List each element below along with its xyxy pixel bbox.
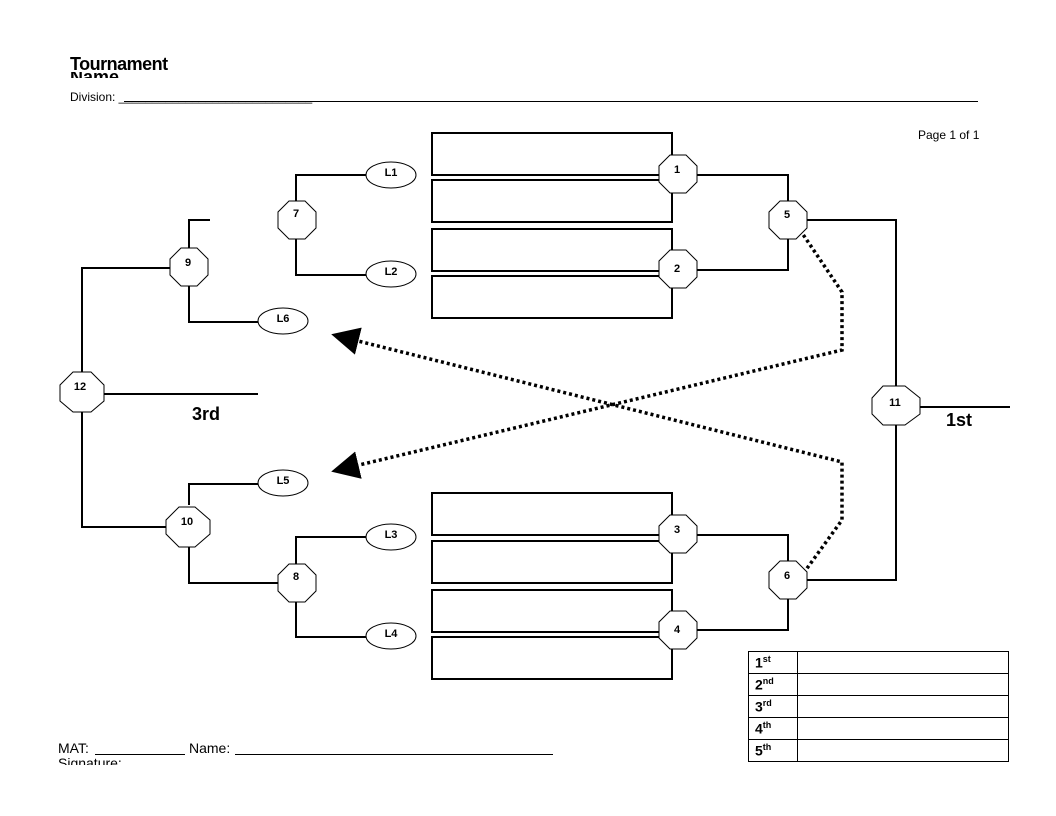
placement-row: 2nd xyxy=(748,673,1009,696)
loser-l6-oval xyxy=(257,307,309,335)
placement-row: 1st xyxy=(748,651,1009,674)
bout-4-node xyxy=(658,610,698,650)
bout-7-label: 7 xyxy=(293,208,299,220)
name-label: Name: xyxy=(189,740,231,756)
place-suffix: st xyxy=(762,654,771,665)
name-field-line[interactable] xyxy=(235,754,553,755)
place-number: 1 xyxy=(755,654,763,671)
bout-5-node xyxy=(768,200,808,240)
placement-entry[interactable] xyxy=(797,717,1009,740)
bout-12-label: 12 xyxy=(74,381,86,393)
bout-9-node xyxy=(169,247,209,287)
bout-1-label: 1 xyxy=(674,164,680,176)
loser-l2-oval xyxy=(365,260,417,288)
placement-entry[interactable] xyxy=(797,673,1009,696)
bout-1-node xyxy=(658,154,698,194)
competitor-slot-3[interactable] xyxy=(431,228,673,272)
placement-table: 1st 2nd 3rd 4th 5th xyxy=(748,651,1009,762)
loser-l1-label: L1 xyxy=(385,167,398,179)
bout-6-label: 6 xyxy=(784,570,790,582)
place-number: 2 xyxy=(755,676,763,693)
bout-11-label: 11 xyxy=(889,397,901,409)
competitor-slot-1[interactable] xyxy=(431,132,673,176)
bout-6-node xyxy=(768,560,808,600)
bout-8-label: 8 xyxy=(293,571,299,583)
loser-l4-oval xyxy=(365,622,417,650)
place-number: 4 xyxy=(755,720,763,737)
place-number: 3 xyxy=(755,698,763,715)
place-suffix: rd xyxy=(762,698,772,709)
bout-10-label: 10 xyxy=(181,516,193,528)
loser-l6-label: L6 xyxy=(277,313,290,325)
placement-row: 3rd xyxy=(748,695,1009,718)
bout-8-node xyxy=(277,563,317,603)
competitor-slot-7[interactable] xyxy=(431,589,673,633)
third-place-label: 3rd xyxy=(192,404,220,424)
loser-l2-label: L2 xyxy=(385,266,398,278)
bout-3-label: 3 xyxy=(674,524,680,536)
placement-entry[interactable] xyxy=(797,739,1009,762)
bout-3-node xyxy=(658,514,698,554)
loser-l4-label: L4 xyxy=(385,628,399,640)
bout-11-node xyxy=(871,385,921,426)
place-suffix: nd xyxy=(762,676,774,687)
bout-10-node xyxy=(165,506,211,548)
signature-label: Signature: xyxy=(58,758,178,765)
tournament-title: Tournament xyxy=(70,54,168,74)
loser-l5-oval xyxy=(257,469,309,497)
placement-entry[interactable] xyxy=(797,651,1009,674)
bout-9-label: 9 xyxy=(185,257,191,269)
place-suffix: th xyxy=(762,720,772,731)
place-suffix: th xyxy=(762,742,772,753)
competitor-slot-6[interactable] xyxy=(431,540,673,584)
loser-l3-label: L3 xyxy=(385,529,398,541)
bout-4-label: 4 xyxy=(674,624,681,636)
bout-12-node xyxy=(59,371,105,413)
competitor-slot-8[interactable] xyxy=(431,636,673,680)
loser-l3-oval xyxy=(365,523,417,551)
mat-field-line[interactable] xyxy=(95,754,185,755)
competitor-slot-5[interactable] xyxy=(431,492,673,536)
bout-2-label: 2 xyxy=(674,263,680,275)
bout-5-label: 5 xyxy=(784,209,790,221)
competitor-slot-4[interactable] xyxy=(431,275,673,319)
bout-7-node xyxy=(277,200,317,240)
mat-label: MAT: xyxy=(58,740,89,756)
tournament-title-cut: Name xyxy=(70,72,190,78)
place-number: 5 xyxy=(755,742,763,759)
placement-row: 4th xyxy=(748,717,1009,740)
competitor-slot-2[interactable] xyxy=(431,179,673,223)
loser-l1-oval xyxy=(365,161,417,189)
division-label: Division: _____________________________ xyxy=(70,90,313,104)
division-line xyxy=(124,101,978,102)
page-number: Page 1 of 1 xyxy=(918,128,980,142)
first-place-label: 1st xyxy=(946,410,972,430)
loser-l5-label: L5 xyxy=(277,475,290,487)
bout-2-node xyxy=(658,249,698,289)
placement-entry[interactable] xyxy=(797,695,1009,718)
placement-row: 5th xyxy=(748,739,1009,762)
